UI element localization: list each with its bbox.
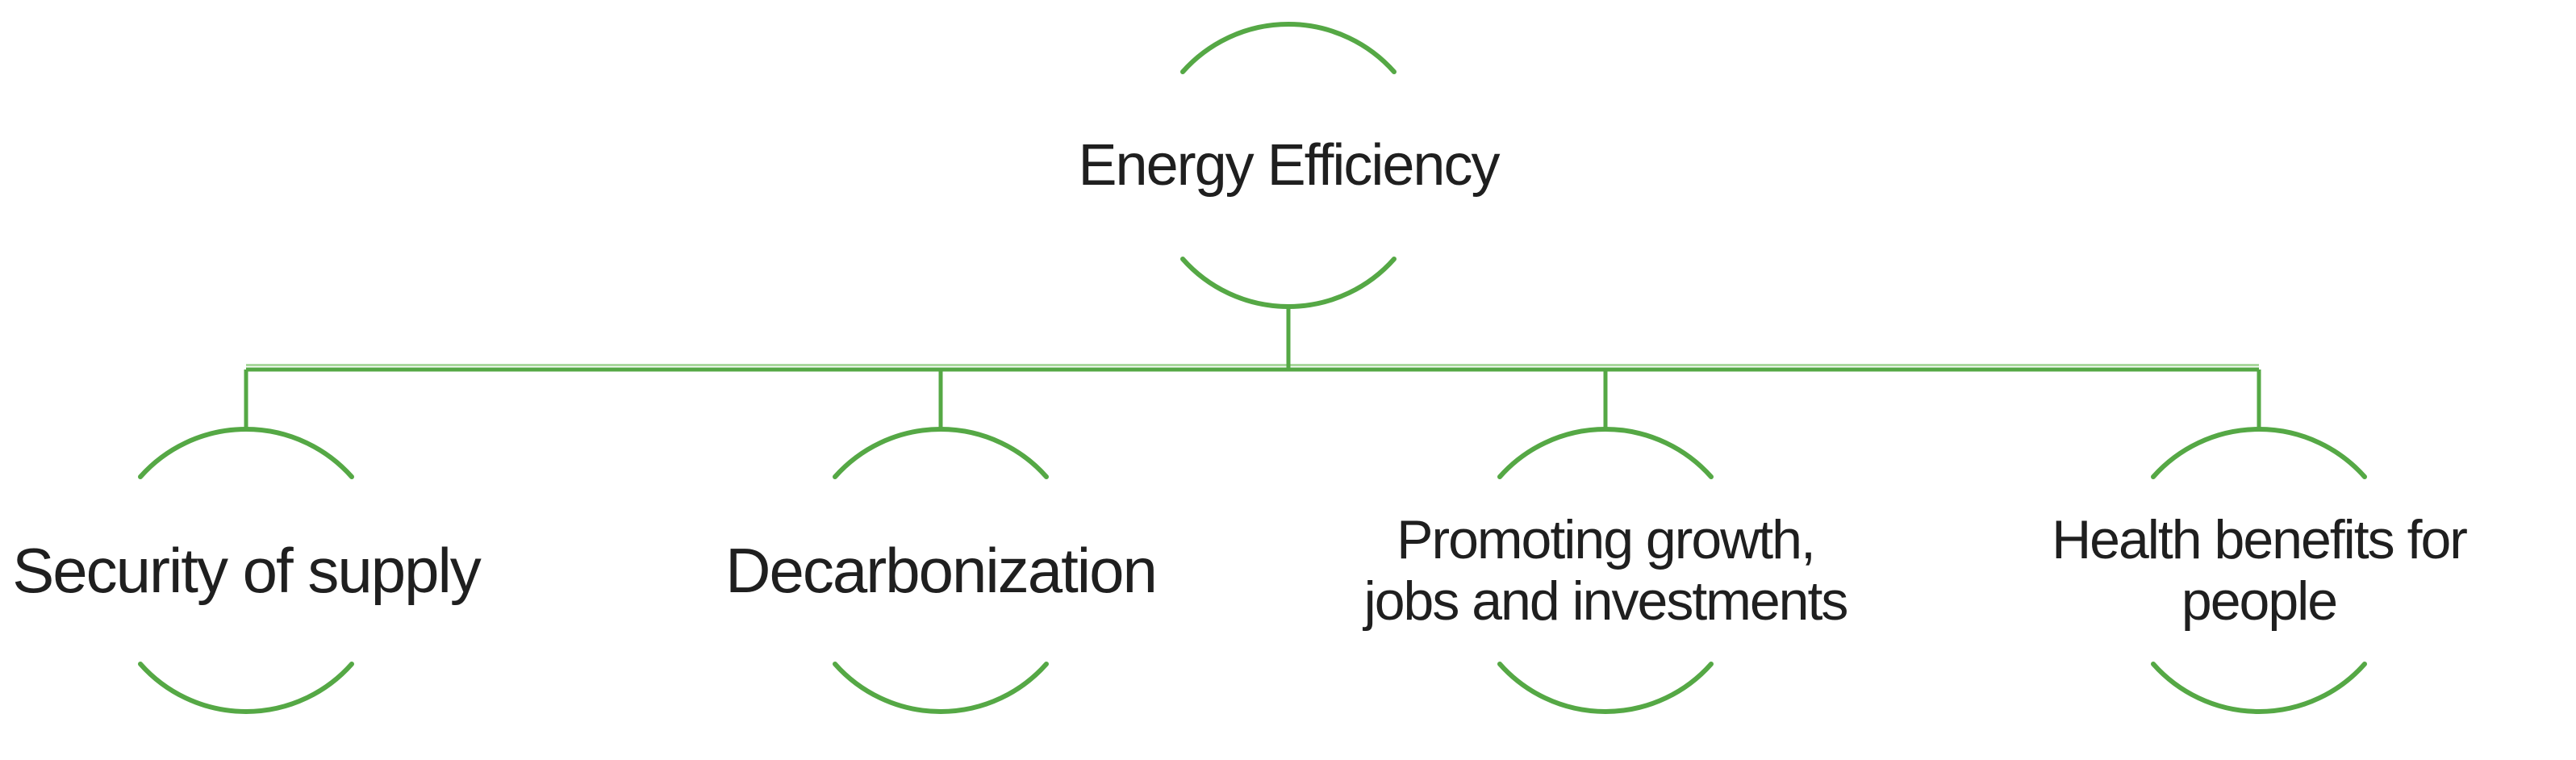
node-label-line: Health benefits for: [2052, 509, 2468, 570]
node-circle-child-2: [833, 427, 1049, 714]
node-label-promoting-growth: Promoting growth, jobs and investments: [1299, 477, 1912, 664]
child-1-circle-top-arc: [138, 427, 354, 479]
node-label-line: Energy Efficiency: [1078, 133, 1501, 198]
node-label-energy-efficiency: Energy Efficiency: [966, 89, 1611, 242]
connector-lines: [244, 307, 2261, 430]
node-circle-child-4: [2151, 427, 2367, 714]
node-label-line: people: [2181, 570, 2338, 632]
node-label-health-benefits: Health benefits for people: [1952, 477, 2566, 664]
child-3-circle-top-arc: [1497, 427, 1714, 479]
child-1-circle-bottom-arc: [138, 662, 354, 714]
node-label-line: jobs and investments: [1363, 570, 1849, 632]
node-circle-root: [1180, 22, 1397, 309]
node-circle-child-1: [138, 427, 354, 714]
node-label-decarbonization: Decarbonization: [618, 477, 1263, 664]
node-circle-child-3: [1497, 427, 1714, 714]
root-circle-bottom-arc: [1180, 257, 1397, 309]
root-circle-top-arc: [1180, 22, 1397, 74]
child-4-circle-bottom-arc: [2151, 662, 2367, 714]
node-label-line: Promoting growth,: [1397, 509, 1816, 570]
child-3-circle-bottom-arc: [1497, 662, 1714, 714]
child-2-circle-top-arc: [833, 427, 1049, 479]
child-2-circle-bottom-arc: [833, 662, 1049, 714]
node-label-line: Security of supply: [12, 535, 482, 606]
node-label-security-of-supply: Security of supply: [0, 477, 569, 664]
child-4-circle-top-arc: [2151, 427, 2367, 479]
node-label-line: Decarbonization: [725, 535, 1158, 606]
